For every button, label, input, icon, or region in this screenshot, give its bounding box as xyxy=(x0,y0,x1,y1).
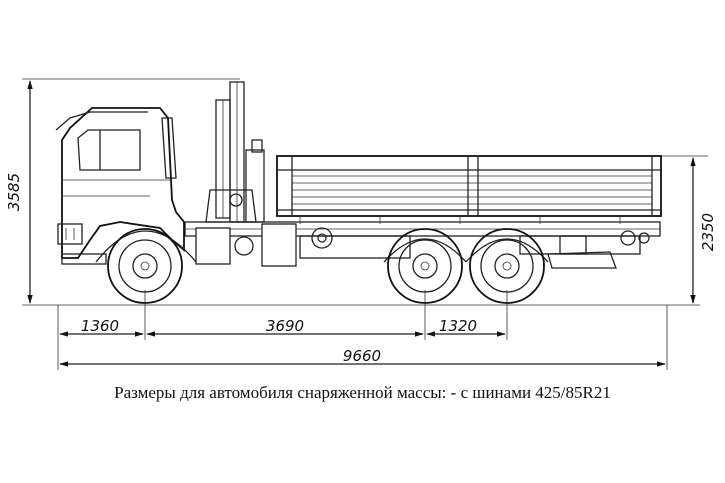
dim-rear-axle-label: 1320 xyxy=(439,317,477,335)
dim-overall-height-label: 3585 xyxy=(5,173,23,211)
cargo-body xyxy=(276,155,662,224)
undercarriage-equipment xyxy=(195,223,650,269)
dim-overall-length: 9660 xyxy=(59,347,666,367)
wheel-arches xyxy=(95,230,549,263)
dim-platform-height-label: 2350 xyxy=(699,213,717,251)
middle-wheel xyxy=(387,228,463,304)
extension-lines xyxy=(22,78,708,370)
dim-overall-height: 3585 xyxy=(5,80,33,304)
dim-wheelbase-label: 3690 xyxy=(266,317,304,335)
dim-overall-length-label: 9660 xyxy=(343,347,381,365)
caption: Размеры для автомобиля снаряженной массы… xyxy=(114,383,611,402)
dim-chain: 1360 3690 1320 xyxy=(59,317,506,337)
dim-platform-height: 2350 xyxy=(690,157,717,304)
dim-front-overhang-label: 1360 xyxy=(81,317,119,335)
front-wheel xyxy=(107,228,183,304)
truck xyxy=(55,81,662,304)
rear-wheel xyxy=(469,228,545,304)
crane xyxy=(205,81,265,223)
cab xyxy=(55,107,185,265)
